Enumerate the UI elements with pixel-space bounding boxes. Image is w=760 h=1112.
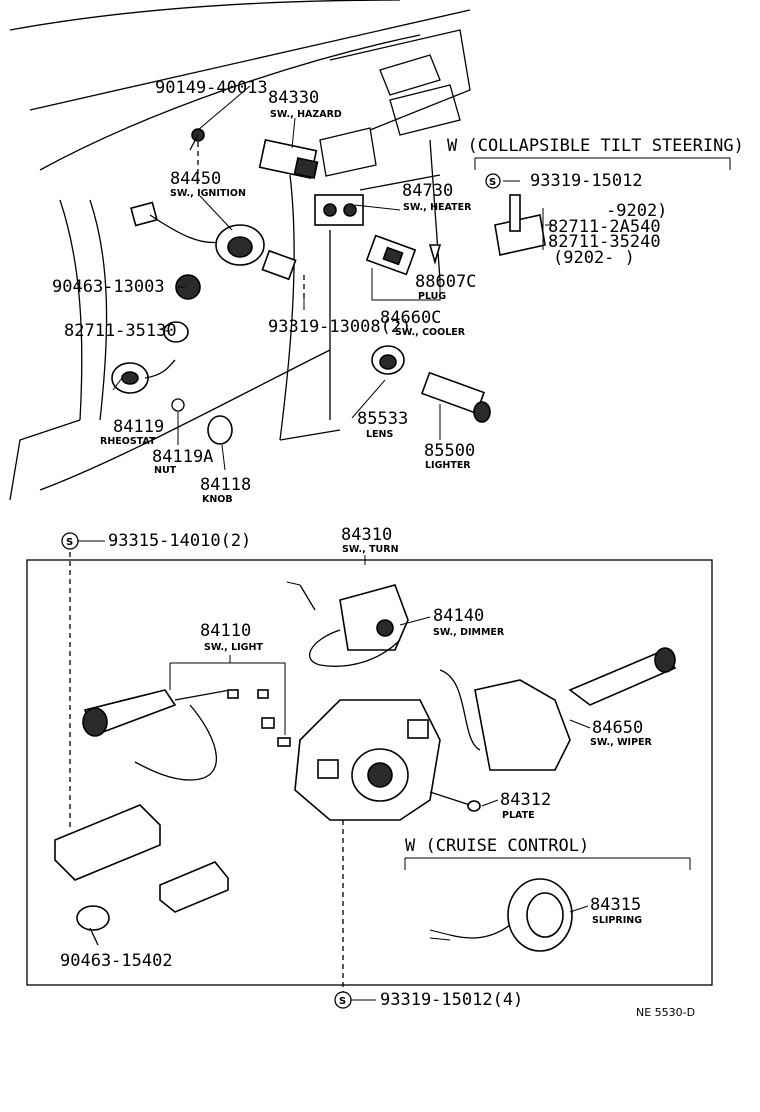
screw-symbol-bottom: S [339,996,346,1007]
part-desc-ignition: SW., IGNITION [170,188,246,199]
part-desc-wiper: SW., WIPER [590,737,653,748]
rheostat-shape [111,359,233,445]
part-desc-nut: NUT [154,465,177,476]
part-number-90463-13003: 90463-13003 [52,277,165,297]
clamp-90463-shape [163,274,201,343]
part-number-84312: 84312 [500,790,551,810]
top-leader-lines [112,85,552,471]
screw-90149-shape [189,128,205,151]
cooler-switch-shape [365,234,442,301]
part-desc-plate: PLATE [502,810,535,821]
tilt-steering-callout: W (COLLAPSIBLE TILT STEERING) S 93319-15… [447,136,744,268]
part-desc-knob: KNOB [202,494,233,505]
part-number-93319-15012-tilt: 93319-15012 [530,171,643,191]
part-desc-heater: SW., HEATER [403,202,472,213]
part-desc-slipring: SLIPRING [592,915,642,926]
part-number-84118: 84118 [200,475,251,495]
part-number-85533: 85533 [357,409,408,429]
part-number-93319-13008: 93319-13008(2) [268,317,411,337]
heater-switch-shape [314,194,364,226]
part-number-90463-15402: 90463-15402 [60,951,173,971]
part-number-82711-35130: 82711-35130 [64,321,177,341]
part-desc-turn: SW., TURN [342,544,399,555]
part-number-84315: 84315 [590,895,641,915]
part-desc-lens: LENS [366,429,393,440]
part-desc-hazard: SW., HAZARD [270,109,342,120]
ignition-switch-shape [130,201,297,281]
reference-code: NE 5530-D [636,1006,695,1019]
hazard-switch-shape [258,138,319,180]
part-number-84140: 84140 [433,606,484,626]
part-number-84660C: 84660C [380,308,441,328]
tilt-range-line1: -9202) [606,201,667,221]
tilt-steering-bracket-shape [494,194,546,256]
tilt-range-line4: (9202- ) [553,248,635,268]
clamp-90463-15402-shape [76,905,110,946]
part-number-82711-2A540: 82711-2A540 [548,217,661,237]
part-number-90149-40013: 90149-40013 [155,78,268,98]
part-desc-plug: PLUG [418,291,446,302]
connector-block-shape [54,804,229,913]
slipring-shape [429,878,573,952]
part-number-84330: 84330 [268,88,319,108]
combination-switch-body-shape [294,699,441,821]
screw-symbol-tilt: S [489,177,496,188]
cruise-control-heading: W (CRUISE CONTROL) [405,836,589,856]
part-number-93319-15012-4: 93319-15012(4) [380,990,523,1010]
tilt-steering-heading: W (COLLAPSIBLE TILT STEERING) [447,136,744,156]
part-number-85500: 85500 [424,441,475,461]
part-number-84450: 84450 [170,169,221,189]
part-desc-dimmer: SW., DIMMER [433,627,505,638]
light-switch-shape [82,655,291,781]
part-number-84110: 84110 [200,621,251,641]
part-number-84650: 84650 [592,718,643,738]
part-number-84119A: 84119A [152,447,213,467]
lens-lighter-shape [371,345,491,423]
part-number-84310: 84310 [341,525,392,545]
part-number-84730: 84730 [402,181,453,201]
part-number-82711-35240: 82711-35240 [548,232,661,252]
screw-symbol-top: S [66,537,73,548]
part-desc-rheostat: RHEOSTAT [100,436,156,447]
cruise-control-callout: W (CRUISE CONTROL) [404,836,691,870]
part-desc-light: SW., LIGHT [204,642,263,653]
plate-shape [429,791,481,812]
wiper-switch-shape [439,647,677,771]
dimmer-switch-shape [286,581,409,667]
part-desc-cooler: SW., COOLER [395,327,466,338]
part-desc-lighter: LIGHTER [425,460,471,471]
bottom-frame [26,552,713,1000]
dashboard-outline [9,0,471,501]
part-number-84119: 84119 [113,417,164,437]
part-number-88607C: 88607C [415,272,476,292]
part-number-93315-14010: 93315-14010(2) [108,531,251,551]
